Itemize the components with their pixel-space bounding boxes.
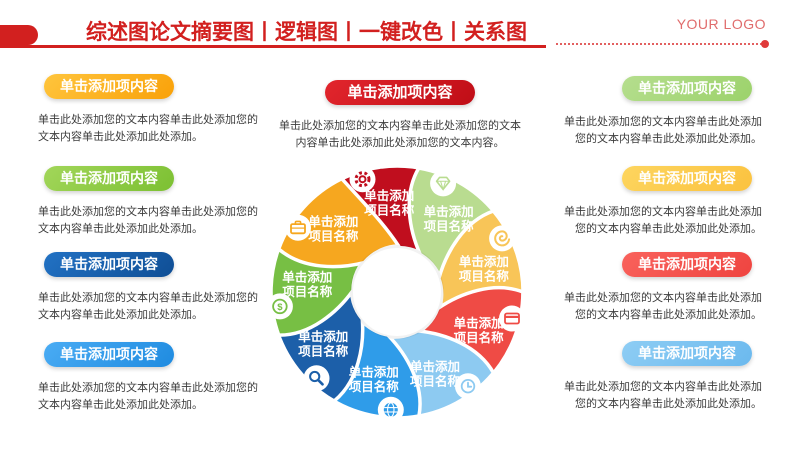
right-item-4: 单击添加项内容 单击此处添加您的文本内容单击此处添加您的文本内容单击此处添加此处… <box>558 341 762 413</box>
pinwheel-diagram: 单击添加项目名称单击添加项目名称单击添加项目名称单击添加项目名称单击添加项目名称… <box>266 164 525 423</box>
item-body: 单击此处添加您的文本内容单击此处添加您的文本内容单击此处添加此处添加。 <box>564 381 762 411</box>
item-pill[interactable]: 单击添加项内容 <box>44 252 174 277</box>
petal-label: 单击添加项目名称 <box>364 188 415 218</box>
header-dotted-line <box>556 43 762 45</box>
center-block: 单击添加项内容 单击此处添加您的文本内容单击此处添加您的文本内容单击此处添加此处… <box>278 80 522 152</box>
diamond-icon <box>430 170 457 197</box>
item-body: 单击此处添加您的文本内容单击此处添加您的文本内容单击此处添加此处添加。 <box>564 206 762 236</box>
item-pill[interactable]: 单击添加项内容 <box>44 74 174 99</box>
pinwheel-petal[interactable] <box>268 175 401 307</box>
gear-icon <box>349 166 376 193</box>
item-body: 单击此处添加您的文本内容单击此处添加您的文本内容单击此处添加此处添加。 <box>564 116 762 146</box>
clock-icon <box>455 373 481 400</box>
left-item-2: 单击添加项内容 单击此处添加您的文本内容单击此处添加您的文本内容单击此处添加此处… <box>38 166 264 238</box>
briefcase-icon <box>285 214 311 241</box>
right-item-2: 单击添加项内容 单击此处添加您的文本内容单击此处添加您的文本内容单击此处添加此处… <box>558 166 762 238</box>
item-body: 单击此处添加您的文本内容单击此处添加您的文本内容单击此处添加此处添加。 <box>38 114 258 144</box>
petal-label: 单击添加项目名称 <box>308 214 359 244</box>
item-body: 单击此处添加您的文本内容单击此处添加您的文本内容单击此处添加此处添加。 <box>38 206 258 236</box>
petal-label: 单击添加项目名称 <box>349 364 400 394</box>
left-item-3: 单击添加项内容 单击此处添加您的文本内容单击此处添加您的文本内容单击此处添加此处… <box>38 252 264 324</box>
title-underline <box>0 45 546 48</box>
right-item-3: 单击添加项内容 单击此处添加您的文本内容单击此处添加您的文本内容单击此处添加此处… <box>558 252 762 324</box>
item-body: 单击此处添加您的文本内容单击此处添加您的文本内容单击此处添加此处添加。 <box>564 292 762 322</box>
item-pill[interactable]: 单击添加项内容 <box>44 166 174 191</box>
globe-icon <box>377 396 404 423</box>
dollar-coin-icon: $ <box>266 293 293 320</box>
page-title: 综述图论文摘要图丨逻辑图丨一键改色丨关系图 <box>86 21 527 44</box>
item-pill[interactable]: 单击添加项内容 <box>622 166 752 191</box>
left-item-1: 单击添加项内容 单击此处添加您的文本内容单击此处添加您的文本内容单击此处添加此处… <box>38 74 264 146</box>
pinwheel-hub <box>353 248 441 336</box>
petal-label: 单击添加项目名称 <box>424 204 475 234</box>
credit-card-icon <box>499 305 525 332</box>
petal-label: 单击添加项目名称 <box>410 359 461 389</box>
center-pill[interactable]: 单击添加项内容 <box>325 80 475 105</box>
magnifier-icon <box>303 365 330 392</box>
item-pill[interactable]: 单击添加项内容 <box>44 342 174 367</box>
petal-label: 单击添加项目名称 <box>298 329 349 359</box>
item-body: 单击此处添加您的文本内容单击此处添加您的文本内容单击此处添加此处添加。 <box>38 292 258 322</box>
spiral-icon <box>489 225 516 252</box>
item-pill[interactable]: 单击添加项内容 <box>622 341 752 366</box>
header-accent-capsule <box>0 25 38 45</box>
item-body: 单击此处添加您的文本内容单击此处添加您的文本内容单击此处添加此处添加。 <box>38 382 258 412</box>
center-body: 单击此处添加您的文本内容单击此处添加您的文本内容单击此处添加此处添加您的文本内容… <box>279 120 521 150</box>
logo-text: YOUR LOGO <box>676 16 766 32</box>
left-item-4: 单击添加项内容 单击此处添加您的文本内容单击此处添加您的文本内容单击此处添加此处… <box>38 342 264 414</box>
petal-label: 单击添加项目名称 <box>282 270 333 300</box>
dotted-line-end-dot <box>761 40 769 48</box>
svg-text:$: $ <box>277 302 283 313</box>
petal-label: 单击添加项目名称 <box>454 316 505 346</box>
right-item-1: 单击添加项内容 单击此处添加您的文本内容单击此处添加您的文本内容单击此处添加此处… <box>558 76 762 148</box>
petal-label: 单击添加项目名称 <box>459 254 510 284</box>
item-pill[interactable]: 单击添加项内容 <box>622 76 752 101</box>
item-pill[interactable]: 单击添加项内容 <box>622 252 752 277</box>
